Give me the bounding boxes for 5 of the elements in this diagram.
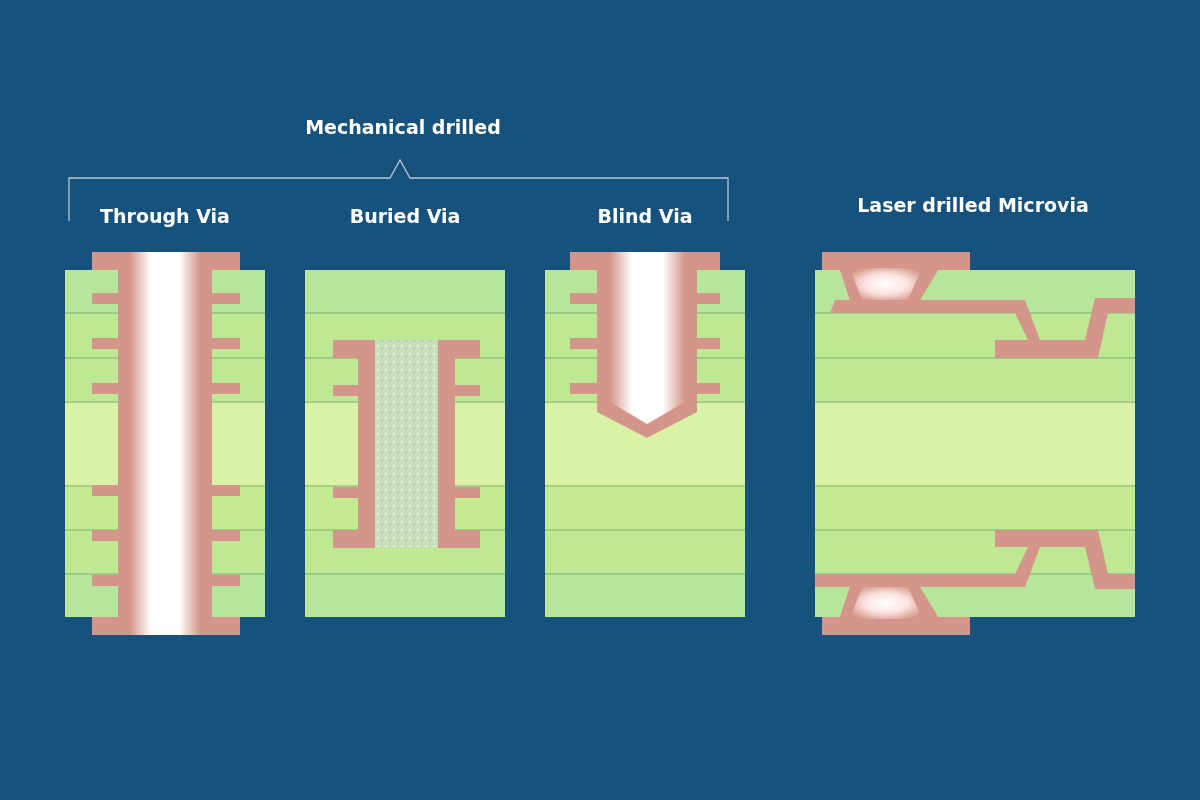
section-heading: Buried Via (349, 205, 461, 227)
section-heading: Through Via (100, 205, 230, 227)
group-heading: Mechanical drilled (305, 116, 501, 138)
section-heading: Blind Via (597, 205, 693, 227)
section-heading: Laser drilled Microvia (857, 194, 1089, 216)
